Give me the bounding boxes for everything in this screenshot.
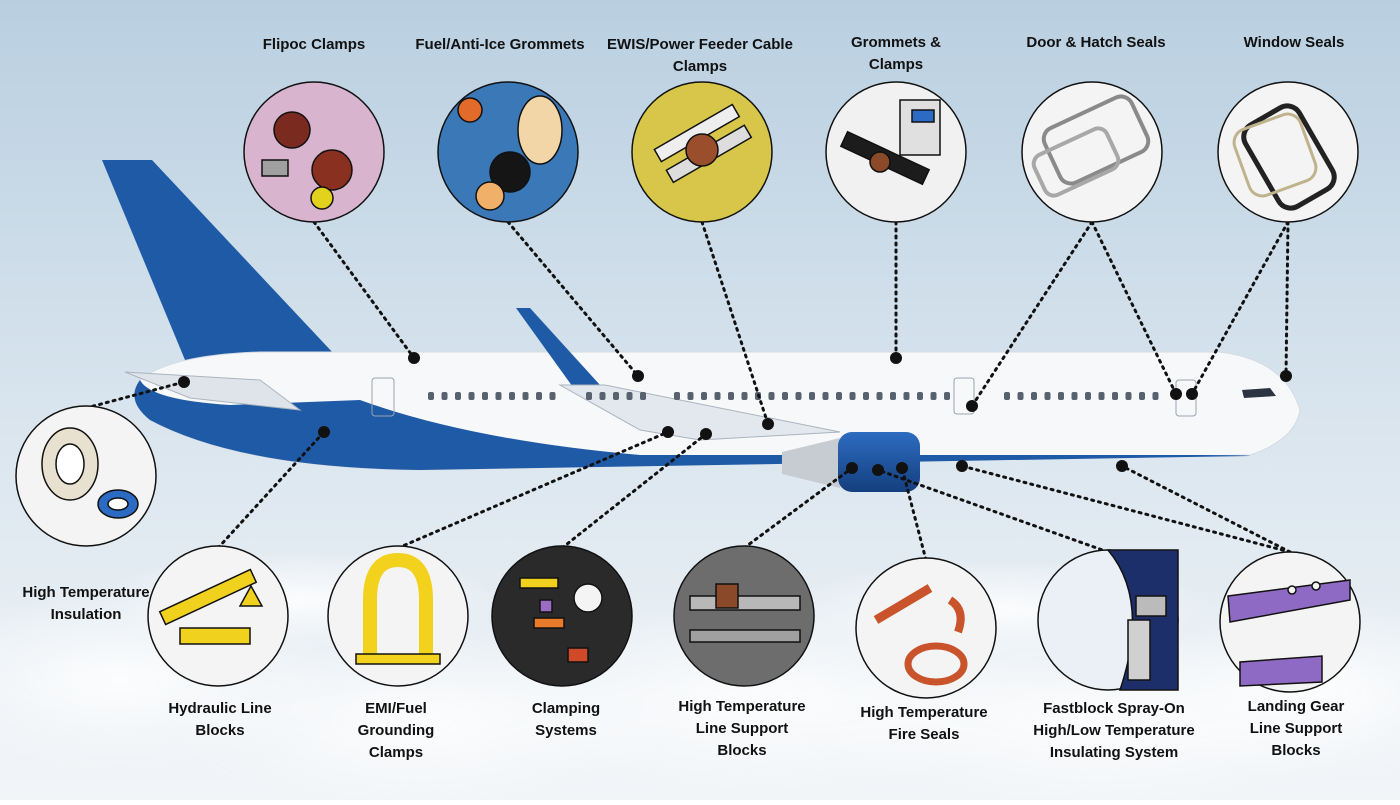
winglet [516,308,600,390]
cabin-window [701,392,707,400]
mid-door [953,377,975,415]
cabin-window [741,392,748,400]
cabin-window [1112,392,1118,400]
label-fuel-anti-ice-grommets: Fuel/Anti-Ice Grommets [415,36,585,53]
cabin-window [809,392,815,400]
cabin-window [1058,392,1064,400]
window-seal-photo-icon [1217,81,1359,223]
cabin-window [876,392,883,400]
cabin-window [586,392,592,400]
landing-gear-block-photo-icon [1219,551,1361,693]
cabin-window [903,392,910,400]
clamp-photo-icon [243,81,385,223]
emi-clamp-photo-icon [327,545,469,687]
cabin-window [1044,392,1051,400]
cabin-window [674,392,680,400]
cabin-window [482,392,488,400]
label-landing-gear-line-support-blocks: Landing Gear Line Support Blocks [1247,698,1345,759]
cabin-window [728,392,734,400]
cabin-window [428,392,434,400]
label-ewis-cable-clamps: EWIS/Power Feeder Cable Clamps [607,36,793,75]
leader-lines [84,220,1292,562]
label-fliploc-clamps: Flipoc Clamps [262,36,366,53]
cabin-window [1125,392,1132,400]
cabin-window [1071,392,1078,400]
cabin-window [836,392,842,400]
cabin-window [549,392,556,400]
cabin-window [455,392,461,400]
cabin-window [468,392,475,400]
engine-exhaust [782,438,840,488]
grommet-clamp-photo-icon [825,81,967,223]
cabin-window [495,392,502,400]
cabin-window [1085,392,1091,400]
cabin-window [782,392,788,400]
cabin-window [536,392,542,400]
label-window-seals: Window Seals [1243,34,1345,51]
grommet-photo-icon [437,81,579,223]
cabin-window [714,392,721,400]
cabin-window [640,392,646,400]
cabin-window [822,392,829,400]
label-grommets-clamps: Grommets & Clamps [850,34,942,73]
engine-nacelle [838,432,920,492]
cabin-windows [428,392,1159,400]
insulation-roll-photo-icon [15,405,157,547]
cabin-window [599,392,606,400]
tail-fin [102,160,335,372]
cabin-window [1098,392,1105,400]
door-seal-photo-icon [1021,81,1163,223]
cabin-window [1031,392,1037,400]
fire-seal-photo-icon [855,557,997,699]
cabin-window [613,392,619,400]
label-fire-seals: High Temperature Fire Seals [860,704,988,743]
cabin-window [441,392,448,400]
line-support-photo-icon [673,545,815,687]
cabin-window [890,392,896,400]
cable-clamp-photo-icon [631,81,773,223]
cabin-window [1139,392,1145,400]
cabin-window [1017,392,1024,400]
clamping-system-photo-icon [491,545,633,687]
cabin-window [687,392,694,400]
label-emi-fuel-grounding-clamps: EMI/Fuel Grounding Clamps [357,700,435,761]
hydraulic-block-photo-icon [147,545,289,687]
cabin-window [795,392,802,400]
label-door-hatch-seals: Door & Hatch Seals [1026,34,1166,51]
cabin-window [863,392,869,400]
livery-belly [134,380,1250,470]
cabin-window [509,392,515,400]
cabin-window [626,392,633,400]
cabin-window [522,392,529,400]
label-line-support-blocks: High Temperature Line Support Blocks [678,698,806,759]
anchor-dots [178,352,1292,476]
cabin-window [930,392,937,400]
cabin-window [849,392,856,400]
cabin-window [917,392,923,400]
rear-door [371,377,395,417]
horizontal-stabilizer [124,371,302,411]
cockpit-window [1242,388,1276,398]
cabin-window [1004,392,1010,400]
label-hydraulic-line-blocks: Hydraulic Line Blocks [168,700,272,739]
label-fastblock-spray-on: Fastblock Spray-On High/Low Temperature … [1033,700,1195,761]
cabin-window [768,392,775,400]
label-high-temperature-insulation: High Temperature Insulation [22,584,150,623]
cabin-window [1152,392,1159,400]
cabin-window [944,392,950,400]
spray-nozzle-photo-icon [1037,549,1179,691]
label-clamping-systems: Clamping Systems [531,700,601,739]
